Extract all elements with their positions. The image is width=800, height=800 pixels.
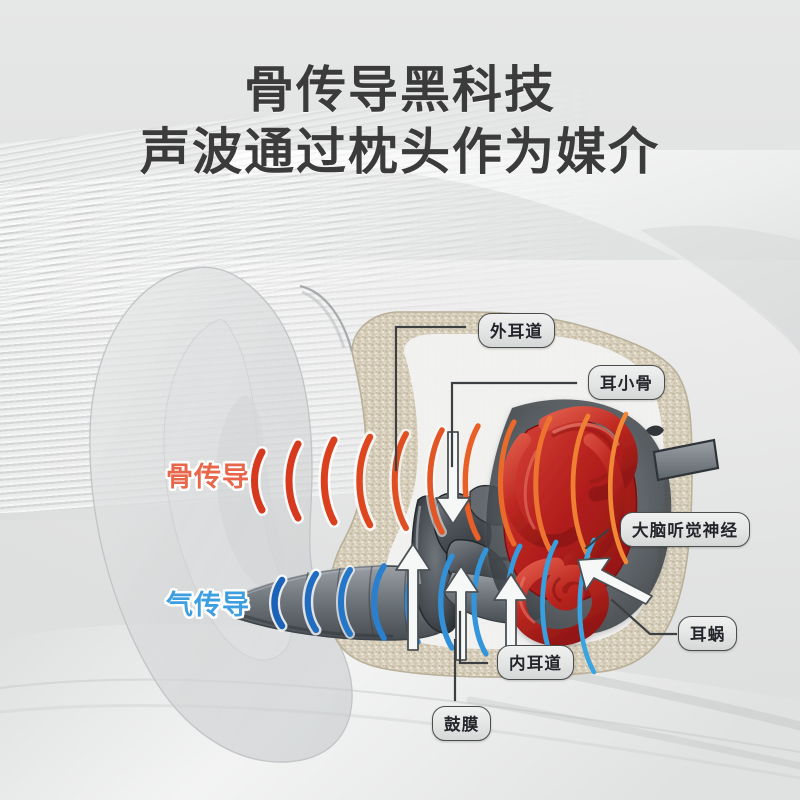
ear-pinna-silhouette — [89, 266, 354, 763]
headline-line-1: 骨传导黑科技 — [244, 62, 556, 118]
auditory-nerve-bundle — [646, 425, 720, 482]
callout-label-ear-canal: 外耳道 — [478, 313, 556, 348]
callout-leader-lines — [394, 325, 714, 702]
bone-conduction-label: 骨传导 — [166, 462, 250, 492]
callout-label-ossicles: 耳小骨 — [588, 365, 666, 400]
callout-label-inner-ear-canal: 内耳道 — [497, 645, 575, 680]
callout-label-eardrum: 鼓膜 — [432, 706, 492, 741]
callout-label-auditory-nerve: 大脑听觉神经 — [620, 512, 751, 547]
cochlea-and-semicircular-canals — [486, 399, 672, 646]
headline-block: 骨传导黑科技 声波通过枕头作为媒介 — [0, 62, 800, 180]
bone-conduction-waves — [248, 411, 629, 565]
air-conduction-label: 气传导 — [166, 590, 250, 620]
headline-line-2: 声波通过枕头作为媒介 — [140, 124, 660, 180]
callout-label-cochlea: 耳蜗 — [678, 616, 738, 651]
